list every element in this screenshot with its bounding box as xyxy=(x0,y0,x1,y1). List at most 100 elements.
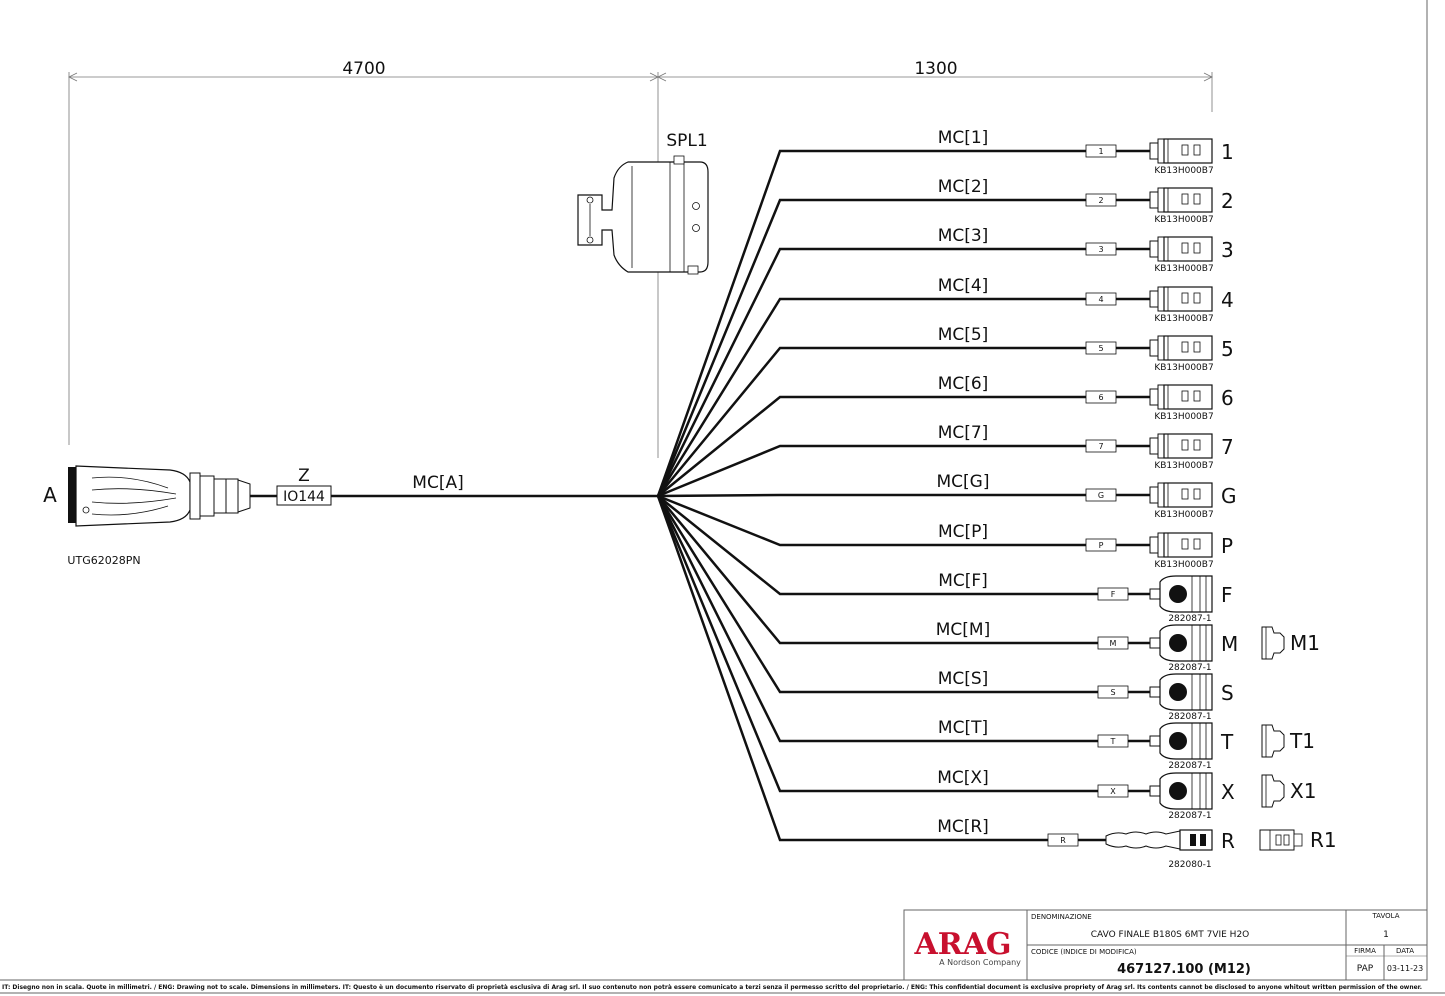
mating-connector xyxy=(1261,626,1285,660)
branch-wire xyxy=(657,493,1150,498)
branch-part-number: KB13H000B7 xyxy=(1154,363,1213,373)
branch-part-number: 282080-1 xyxy=(1168,860,1211,870)
branch-tag-box xyxy=(1085,292,1117,306)
branch-end-label: G xyxy=(1221,484,1237,508)
branch-tag-text: 2 xyxy=(1098,196,1103,205)
branch-tag-text: X xyxy=(1110,787,1116,796)
branch-connector xyxy=(1105,829,1213,851)
data-value: 03-11-23 xyxy=(1387,964,1423,973)
footer-note: IT: Disegno non in scala. Quote in milli… xyxy=(2,984,1422,991)
branch-tag-text: 6 xyxy=(1098,393,1103,402)
branch-wire xyxy=(656,297,1150,497)
branch-part-number: 282087-1 xyxy=(1168,811,1211,821)
branch-tag-box xyxy=(1085,193,1117,207)
dimension-left-value: 4700 xyxy=(342,59,385,79)
denominazione-label: DENOMINAZIONE xyxy=(1031,913,1092,921)
branch-tag-text: 3 xyxy=(1098,245,1103,254)
trunk: Z IO144 MC[A] xyxy=(250,466,658,506)
branch-wire xyxy=(657,444,1150,498)
branch-wire xyxy=(656,495,1150,793)
tavola-value: 1 xyxy=(1383,930,1389,940)
branch-end-label: R xyxy=(1221,829,1235,853)
branch-tag-box xyxy=(1085,390,1117,404)
branch-tag-text: S xyxy=(1110,688,1115,697)
branch-part-number: KB13H000B7 xyxy=(1154,510,1213,520)
branch-G: MC[G] G KB13H000B7 G xyxy=(657,472,1237,520)
branch-wire-label: MC[R] xyxy=(937,817,989,837)
branch-end-label: S xyxy=(1221,681,1234,705)
branch-wire xyxy=(657,495,1150,596)
branch-wire-label: MC[1] xyxy=(938,128,989,148)
branch-tag-text: T xyxy=(1110,737,1116,746)
mating-connector xyxy=(1261,724,1285,758)
branch-tag-text: P xyxy=(1099,541,1104,550)
branch-part-number: 282087-1 xyxy=(1168,614,1211,624)
sleeve-box xyxy=(276,485,332,506)
data-label: DATA xyxy=(1396,947,1414,955)
branch-wire-label: MC[T] xyxy=(938,718,988,738)
codice-label: CODICE (INDICE DI MODIFICA) xyxy=(1031,948,1137,956)
branch-wire-label: MC[M] xyxy=(936,620,990,640)
branch-wire xyxy=(656,495,1106,842)
branch-tag-box xyxy=(1047,833,1079,847)
branch-tag-box xyxy=(1085,144,1117,158)
splice-label: SPL1 xyxy=(666,131,707,151)
branch-end-label: 5 xyxy=(1221,337,1234,361)
branch-tag-box xyxy=(1097,734,1129,748)
branch-tag-text: G xyxy=(1098,491,1104,500)
branch-connector xyxy=(1149,532,1213,558)
branch-connector xyxy=(1149,335,1213,361)
branch-tag-text: R xyxy=(1060,836,1066,845)
branch-tag-box xyxy=(1085,488,1117,502)
branch-wire xyxy=(657,495,1150,645)
branch-tag-box xyxy=(1097,685,1129,699)
branch-tag-text: 1 xyxy=(1098,147,1103,156)
branch-tag-box xyxy=(1097,587,1129,601)
branch-wire-label: MC[X] xyxy=(937,768,988,788)
branch-wire xyxy=(656,247,1150,497)
mating-connector-label: T1 xyxy=(1289,729,1315,753)
branch-R: MC[R] R 282080-1 R R1 xyxy=(656,495,1337,870)
branch-tag-text: 4 xyxy=(1098,295,1103,304)
branch-tag-box xyxy=(1097,784,1129,798)
branch-end-label: T xyxy=(1220,730,1234,754)
branch-part-number: KB13H000B7 xyxy=(1154,215,1213,225)
branch-part-number: KB13H000B7 xyxy=(1154,264,1213,274)
branch-end-label: 3 xyxy=(1221,238,1234,262)
codice-value: 467127.100 (M12) xyxy=(1117,962,1251,977)
branch-wire xyxy=(657,346,1150,497)
branch-end-label: X xyxy=(1221,780,1235,804)
branch-wire xyxy=(656,198,1150,497)
branch-connector xyxy=(1149,286,1213,312)
branch-connector xyxy=(1149,575,1213,613)
branch-wire xyxy=(656,149,1150,497)
branch-connector xyxy=(1149,384,1213,410)
branch-tag-box xyxy=(1085,242,1117,256)
branch-connector xyxy=(1149,673,1213,711)
mating-connector-label: R1 xyxy=(1310,828,1337,852)
branch-tag-text: M xyxy=(1110,639,1117,648)
main-connector-a: A UTG62028PN xyxy=(43,465,251,567)
arag-logo: ARAG xyxy=(913,927,1011,962)
branch-wire xyxy=(656,495,1150,694)
main-connector-part: UTG62028PN xyxy=(67,554,140,567)
branch-wire-label: MC[G] xyxy=(937,472,990,492)
branch-wire xyxy=(657,494,1150,547)
branch-tag-text: 7 xyxy=(1098,442,1103,451)
branch-part-number: KB13H000B7 xyxy=(1154,166,1213,176)
branch-tag-text: 5 xyxy=(1098,344,1103,353)
branch-part-number: KB13H000B7 xyxy=(1154,412,1213,422)
branch-connector xyxy=(1149,236,1213,262)
branch-connector xyxy=(1149,624,1213,662)
branch-part-number: 282087-1 xyxy=(1168,712,1211,722)
branch-wire-label: MC[6] xyxy=(938,374,989,394)
